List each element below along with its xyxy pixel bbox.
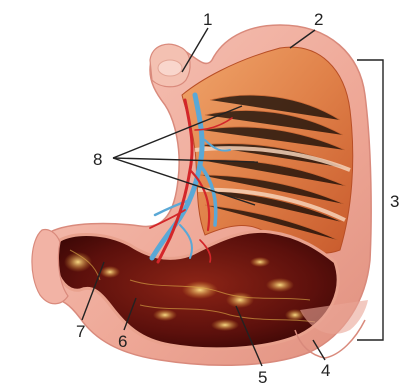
label-6: 6: [118, 332, 127, 351]
label-4: 4: [321, 361, 330, 380]
leader-1: [182, 28, 208, 72]
label-8: 8: [93, 150, 102, 169]
label-1: 1: [203, 10, 212, 29]
label-7: 7: [76, 322, 85, 341]
label-3: 3: [390, 192, 399, 211]
bracket-3: [357, 60, 383, 340]
leader-4: [313, 340, 325, 360]
leader-8c: [113, 158, 255, 205]
leader-8b: [113, 158, 258, 162]
leader-8a: [113, 106, 242, 158]
leader-2: [290, 30, 315, 48]
leader-5: [236, 306, 262, 366]
leader-7: [82, 262, 104, 320]
label-5: 5: [258, 368, 267, 383]
leader-6: [124, 298, 136, 330]
label-2: 2: [314, 10, 323, 29]
